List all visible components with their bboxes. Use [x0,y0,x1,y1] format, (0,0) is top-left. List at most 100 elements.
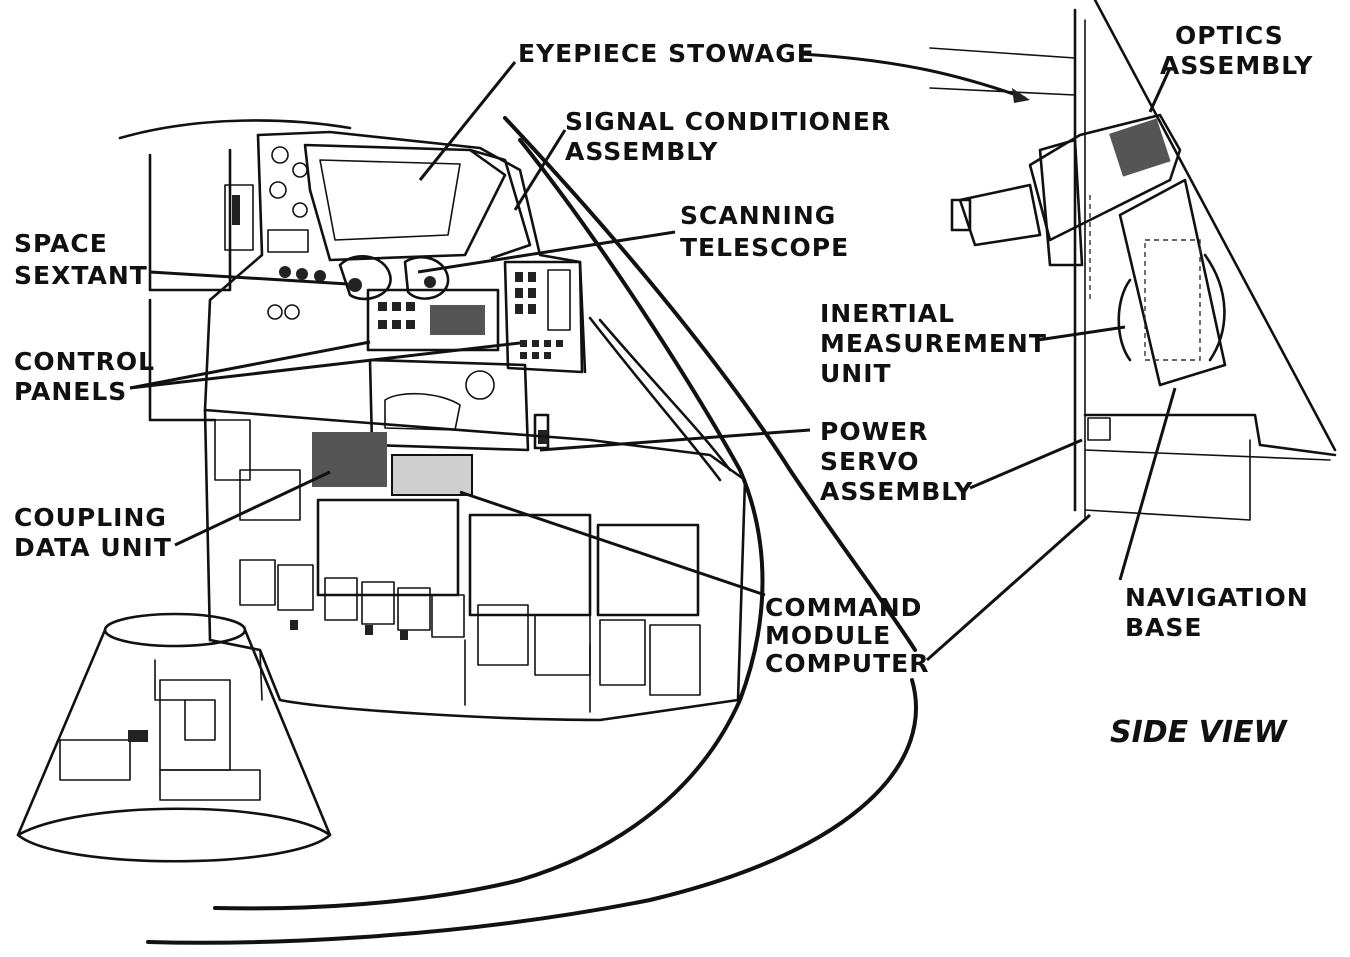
label-scanning-line2: TELESCOPE [680,233,849,262]
optics-gear [465,370,495,400]
imu-sphere-left [1117,278,1132,362]
label-control-panels-line2: PANELS [14,377,127,406]
leader-power-servo [539,428,811,452]
hull-top-line [118,119,352,140]
leader-lines [129,52,1177,662]
leader-space-sextant [149,270,349,286]
bulkhead-panel [224,184,254,251]
wall-curve [213,138,765,911]
side-view-illustration [929,0,1337,521]
label-control-panels-line1: CONTROL [14,347,155,376]
gauge-2 [292,162,308,178]
imu-housing [1118,178,1227,387]
leader-power-servo-side [969,438,1083,490]
label-signal-conditioner-line1: SIGNAL CONDITIONER [565,107,891,136]
eyepiece-tube [958,183,1042,247]
leader-optics [1148,67,1172,113]
outer-wall-line [503,116,917,652]
bay-panel-a [214,419,251,481]
cm-interior [59,659,261,801]
label-eyepiece-stowage: EYEPIECE STOWAGE [518,39,815,68]
eyepiece-cap [950,198,972,232]
label-coupling-line1: COUPLING [14,503,167,532]
optics-housing [368,358,530,452]
telescope-head [403,256,450,300]
bay-divider-1 [259,649,263,701]
side-shelf-lower [1084,449,1331,461]
label-power-servo-line2: SERVO [820,447,920,476]
knob-e [284,304,300,320]
leader-control-panel-2 [129,341,521,390]
label-power-servo-line3: ASSEMBLY [820,477,973,506]
sextant-head [338,255,392,301]
optics-mount [1038,138,1084,267]
side-view-title: SIDE VIEW [1110,715,1288,750]
coupling-data-unit-box [312,432,387,487]
side-ceiling-1 [929,47,1076,59]
bay-module-1 [316,498,460,597]
imu-sphere-right [1203,253,1226,362]
knob-c [314,270,326,282]
computer-box-top [391,454,473,496]
optics-body [1028,113,1182,242]
side-connector [1087,417,1111,441]
dsky-keys [515,269,571,359]
label-scanning-line1: SCANNING [680,201,836,230]
label-nav-base-line1: NAVIGATION [1125,583,1309,612]
knob-b [296,268,308,280]
control-panel-right [503,260,584,374]
gauge-3 [269,181,287,199]
leader-imu [1037,325,1126,342]
label-optics-line1: OPTICS [1175,21,1284,50]
sextant-eyepiece [348,278,362,292]
left-wall-lower [148,298,217,422]
bay-panel-b [239,469,301,521]
side-floor [1084,439,1251,521]
gauge-4 [292,202,308,218]
label-power-servo-line1: POWER [820,417,928,446]
label-space-sextant-line2: SEXTANT [14,261,148,290]
panel-buttons [378,302,485,335]
leader-control-panel-1 [129,340,371,390]
label-optics-line2: ASSEMBLY [1160,51,1313,80]
leader-cm-computer [459,490,766,597]
leader-scanning-telescope [417,230,676,274]
leader-eyepiece-stowage [418,61,517,181]
label-space-sextant-line1: SPACE [14,229,108,258]
label-cm-computer-line1: COMMAND [765,593,922,622]
cm-base-curve [16,807,332,837]
label-signal-conditioner-line2: ASSEMBLY [565,137,718,166]
wall-rib [598,318,732,472]
bay-module-3 [596,523,700,617]
label-cm-computer-line3: COMPUTER [765,649,929,678]
labels: EYEPIECE STOWAGE SIGNAL CONDITIONER ASSE… [14,21,1313,750]
label-imu-line1: INERTIAL [820,299,955,328]
telescope-eyepiece [424,276,436,288]
eyepiece-stowage-lid [319,159,461,241]
leader-coupling-data-unit [174,470,331,547]
left-bulkhead [148,148,232,292]
label-imu-line3: UNIT [820,359,892,388]
label-cm-computer-line2: MODULE [765,621,891,650]
leader-eyepiece-side [799,52,1026,100]
imu-inner-dashed [1144,239,1201,361]
wall-rib-2 [588,316,722,482]
command-module-inset [16,612,332,863]
control-panel-center [366,288,500,352]
label-imu-line2: MEASUREMENT [820,329,1047,358]
cm-top-ellipse [103,612,247,648]
cm-cone-sides [16,628,332,863]
knob-d [267,304,283,320]
side-wall-slant-outer [1093,0,1337,452]
label-coupling-line2: DATA UNIT [14,533,172,562]
lower-bay-frame [203,408,747,702]
small-panel [267,229,309,253]
label-nav-base-line2: BASE [1125,613,1203,642]
side-shelf [1083,413,1337,457]
leader-signal-conditioner [513,129,567,211]
bulkhead-handle [232,195,240,225]
optics-striped-block [1109,118,1171,177]
knob-a [279,266,291,278]
